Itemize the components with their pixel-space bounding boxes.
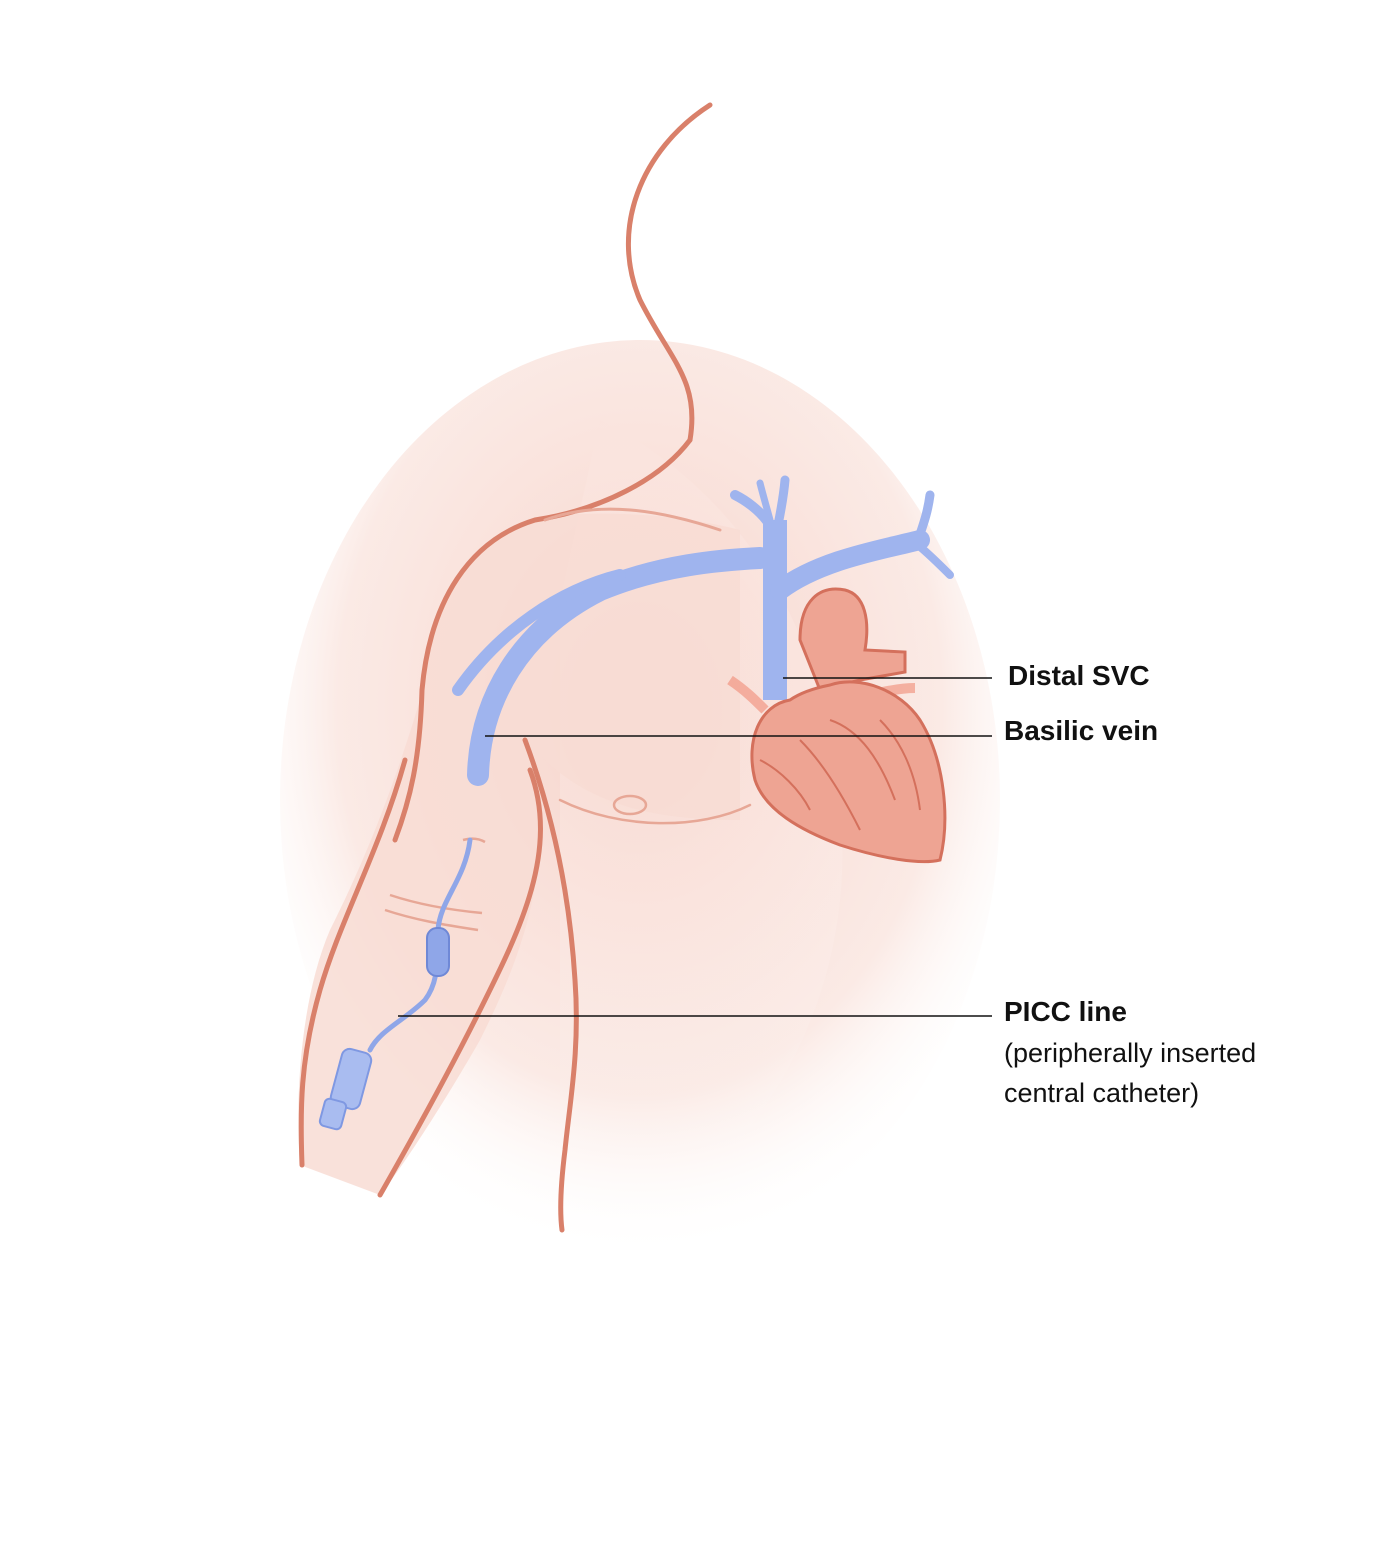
heart-body <box>750 680 947 864</box>
heart-vessel-line-4 <box>879 719 921 811</box>
vein-branch-2 <box>914 541 954 579</box>
vein-branch-4 <box>773 475 790 530</box>
vein-branch-5 <box>756 479 774 524</box>
picc-clamp <box>426 927 450 977</box>
label-distal-svc: Distal SVC <box>1008 660 1150 691</box>
picc-description-line-2: central catheter) <box>1004 1078 1200 1108</box>
chest-crease <box>558 798 752 825</box>
label-picc-description: (peripherally inserted central catheter) <box>1004 1033 1256 1113</box>
arm-crease-2 <box>384 908 479 932</box>
neck-outline <box>625 102 713 443</box>
vein-network <box>452 475 954 786</box>
elbow-crease <box>462 837 486 844</box>
arm-inner-outline <box>377 767 543 1198</box>
torso-side-outline <box>522 737 579 1233</box>
picc-description-line-1: (peripherally inserted <box>1004 1038 1257 1068</box>
arm-crease-1 <box>389 893 483 915</box>
heart-vessel-line-3 <box>759 759 811 811</box>
cephalic-vein-shape <box>452 569 626 696</box>
heart-vessel-line-1 <box>799 739 861 831</box>
picc-hub <box>318 1097 348 1131</box>
heart <box>727 587 947 864</box>
vein-branch-1 <box>913 490 935 545</box>
heart-vessel-left <box>727 675 769 714</box>
label-basilic-vein: Basilic vein <box>1004 715 1159 746</box>
arm-outer-outline <box>298 757 408 1168</box>
left-brachiocephalic-shape <box>770 530 930 600</box>
basilic-vein-shape <box>467 547 771 786</box>
heart-vessel-line-2 <box>829 719 896 801</box>
label-picc-line: PICC line <box>1004 996 1127 1027</box>
shoulder-outline <box>392 437 693 843</box>
nipple <box>612 794 648 816</box>
shoulder-crease <box>543 507 722 532</box>
arm-fill <box>298 513 740 1195</box>
picc-catheter <box>318 837 473 1131</box>
aorta-shape <box>798 587 907 692</box>
